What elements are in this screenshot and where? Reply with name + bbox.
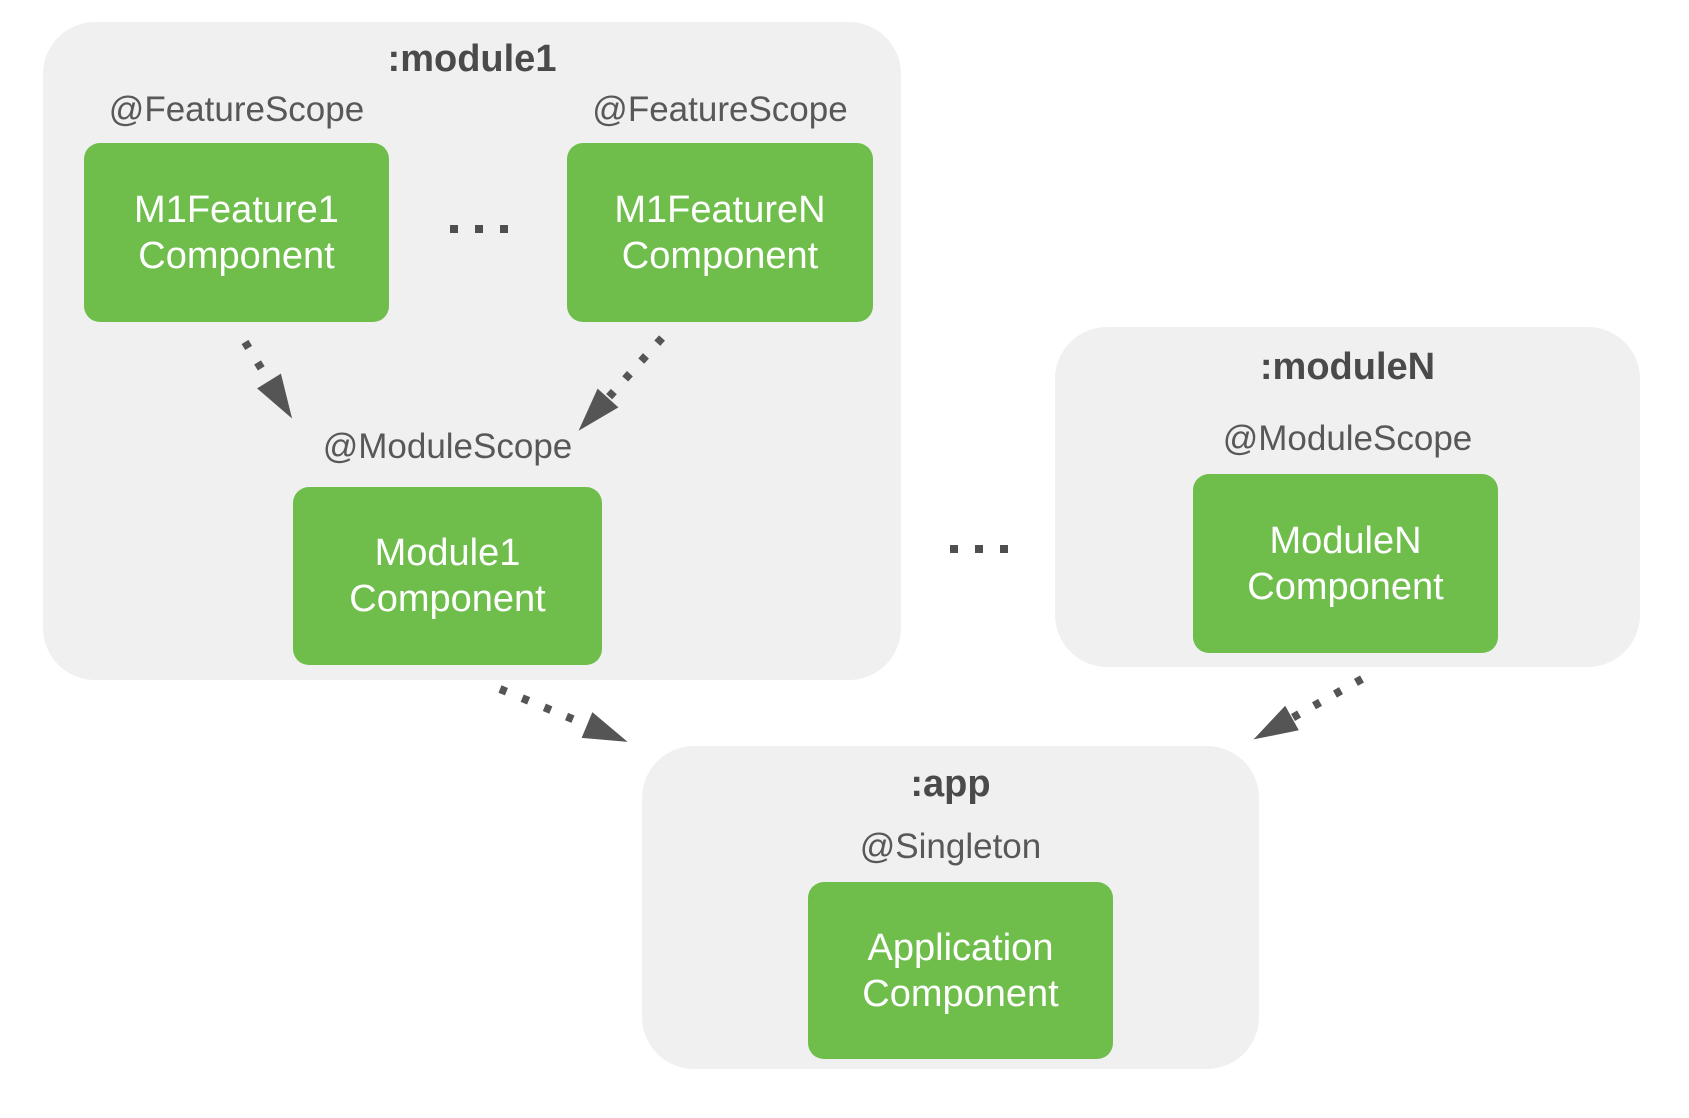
ellipsis-dot [975,545,983,553]
moduleN-scope-label: @ModuleScope [1222,419,1473,458]
app-scope-label: @Singleton [859,827,1042,866]
moduleN-title: :moduleN [1259,346,1436,388]
ellipsis-dot [475,225,483,233]
ellipsis-dot [950,545,958,553]
feature-ellipsis-dots [450,225,508,233]
arrow-module1-to-app [498,685,628,742]
application-component-box: Application Component [808,882,1113,1059]
app-title: :app [910,763,991,805]
module1-component-box: Module1 Component [293,487,602,665]
ellipsis-dot [500,225,508,233]
featureN-scope-label: @FeatureScope [592,90,848,129]
arrow-moduleN-to-app [1253,675,1364,740]
feature1-scope-label: @FeatureScope [108,90,365,129]
modules-ellipsis-dots [950,545,1008,553]
moduleN-component-box: ModuleN Component [1193,474,1498,653]
module1-scope-label: @ModuleScope [322,427,573,466]
featureN-component-box: M1FeatureN Component [567,143,873,322]
feature1-component-box: M1Feature1 Component [84,143,389,322]
ellipsis-dot [1000,545,1008,553]
module1-title: :module1 [387,38,557,80]
ellipsis-dot [450,225,458,233]
